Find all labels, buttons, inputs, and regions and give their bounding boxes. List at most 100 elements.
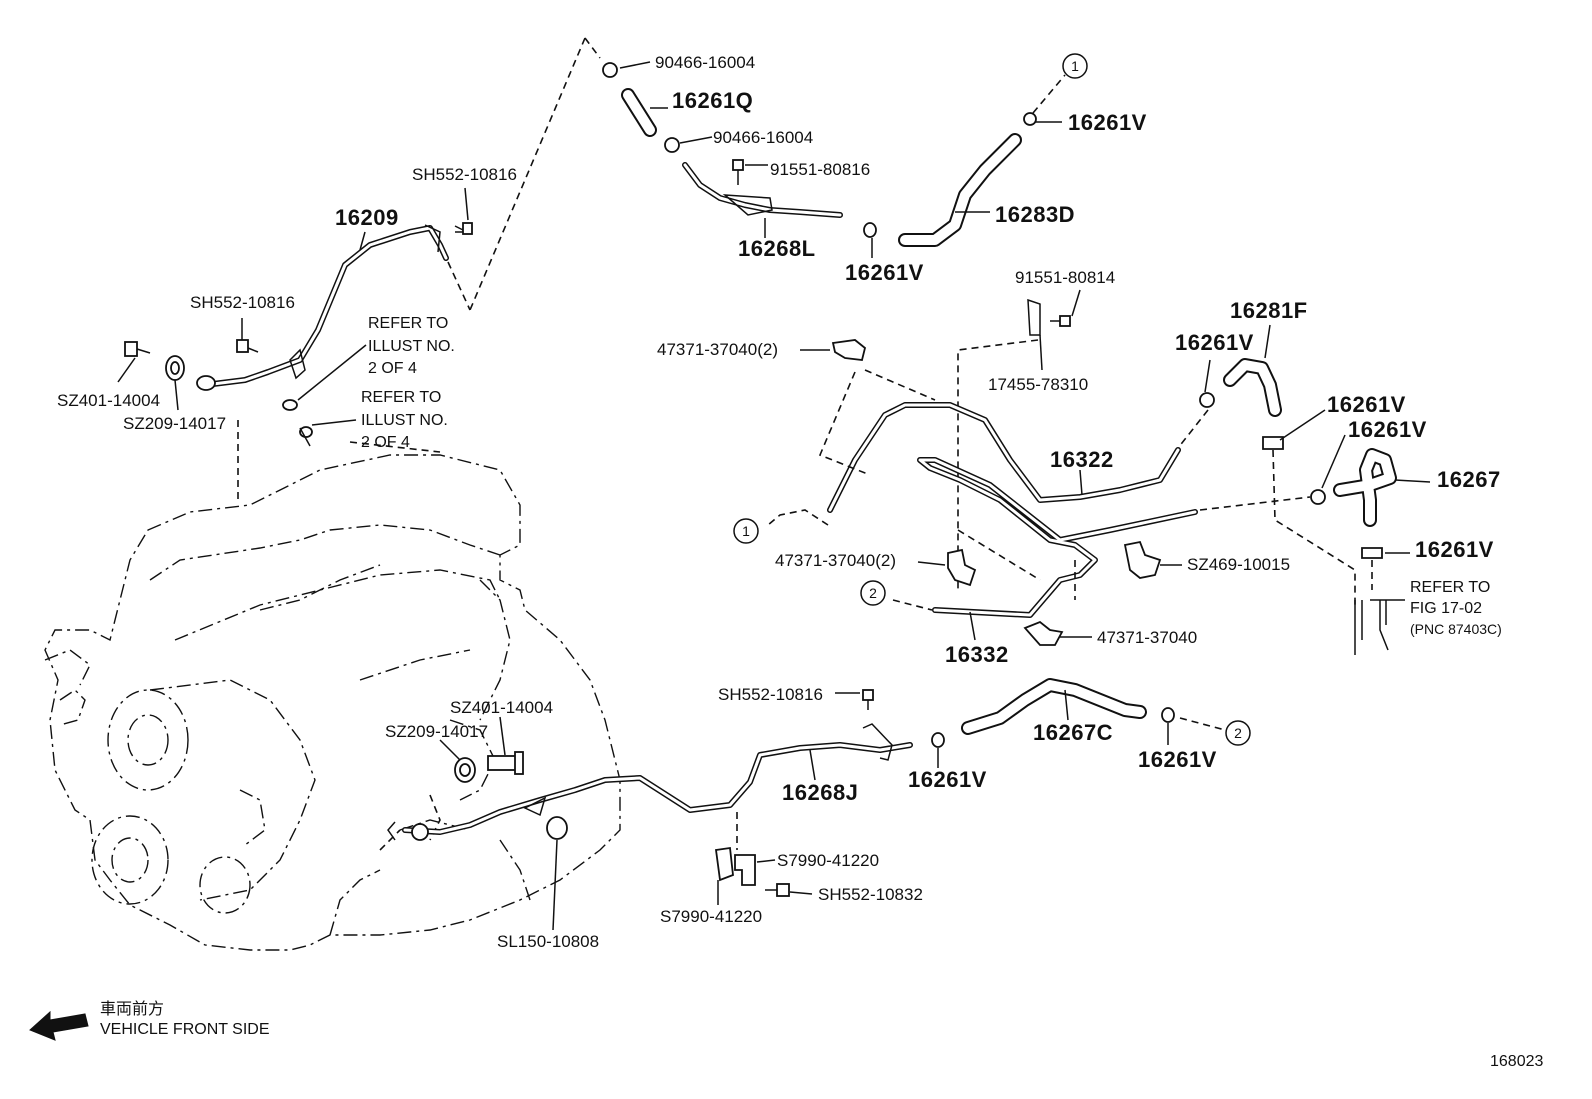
svg-text:ILLUST NO.: ILLUST NO. — [361, 412, 448, 429]
label-16267: 16267 — [1437, 467, 1501, 492]
hose-16261q — [621, 88, 657, 137]
clip-47371-low — [1023, 620, 1064, 646]
pipe-ends-refer3 — [1354, 600, 1389, 655]
direction-label-en: VEHICLE FRONT SIDE — [100, 1021, 270, 1038]
clamp-16261v-r4 — [1361, 547, 1383, 559]
label-s7990-b: S7990-41220 — [660, 907, 762, 926]
bracket-s7990-a — [734, 854, 756, 886]
leader-lines — [117, 61, 1431, 931]
label-sh552-d: SH552-10832 — [818, 885, 923, 904]
label-16261v-b1: 16261V — [908, 767, 987, 792]
pipe-16268l — [682, 162, 843, 218]
hose-16281f — [1223, 358, 1282, 417]
clamp-16261v-top — [1023, 112, 1037, 126]
label-16268l: 16268L — [738, 236, 816, 261]
svg-text:1: 1 — [742, 523, 750, 539]
label-sz209-a: SZ209-14017 — [123, 414, 226, 433]
label-47371-mid: 47371-37040(2) — [775, 551, 896, 570]
label-91551-80814: 91551-80814 — [1015, 268, 1115, 287]
callout-2-right: 2 — [1225, 720, 1251, 746]
label-sz401-a: SZ401-14004 — [57, 391, 160, 410]
label-sl150: SL150-10808 — [497, 932, 599, 951]
label-16261v-r4: 16261V — [1415, 537, 1494, 562]
label-16268j: 16268J — [782, 780, 858, 805]
svg-text:2: 2 — [869, 585, 877, 601]
clip-sz469 — [1123, 540, 1162, 579]
label-sz401-b: SZ401-14004 — [450, 698, 553, 717]
svg-text:REFER TO: REFER TO — [368, 315, 448, 332]
diagram-id: 168023 — [1490, 1053, 1543, 1070]
label-16281f: 16281F — [1230, 298, 1308, 323]
svg-text:1: 1 — [1071, 58, 1079, 74]
label-16261v-b2: 16261V — [1138, 747, 1217, 772]
clip-47371-top — [831, 339, 867, 361]
hose-16267 — [1333, 448, 1397, 527]
label-sz209-b: SZ209-14017 — [385, 722, 488, 741]
label-90466-a: 90466-16004 — [655, 53, 755, 72]
svg-text:REFER TO: REFER TO — [361, 389, 441, 406]
bolt-91551-80814 — [1050, 315, 1071, 327]
clamp-16261v-b2 — [1161, 707, 1175, 723]
bolt-91551-80816 — [732, 159, 744, 185]
clamp-16261v-r3 — [1310, 489, 1326, 505]
label-16261v-r1: 16261V — [1175, 330, 1254, 355]
label-91551-80816: 91551-80816 — [770, 160, 870, 179]
label-90466-b: 90466-16004 — [713, 128, 813, 147]
bolt-sz401-a — [124, 341, 151, 357]
clamp-16261v-r1 — [1199, 392, 1215, 408]
clamp-16261v-b1 — [931, 732, 945, 748]
label-sz469: SZ469-10015 — [1187, 555, 1290, 574]
clamp-16261v-r2 — [1262, 436, 1284, 450]
label-16267c: 16267C — [1033, 720, 1113, 745]
clip-47371-mid — [947, 548, 977, 587]
grommet-sl150 — [546, 816, 568, 840]
pipe-16332 — [917, 457, 1198, 618]
svg-text:ILLUST NO.: ILLUST NO. — [368, 338, 455, 355]
label-16261v-r2: 16261V — [1327, 392, 1406, 417]
label-s7990-a: S7990-41220 — [777, 851, 879, 870]
label-16261v-r3: 16261V — [1348, 417, 1427, 442]
hose-end-refer1 — [282, 399, 313, 447]
label-47371-low: 47371-37040 — [1097, 628, 1197, 647]
bolt-sz401-b — [487, 751, 524, 775]
label-16209: 16209 — [335, 205, 399, 230]
hose-16283d — [898, 133, 1022, 247]
refer-note-3: REFER TO FIG 17-02 (PNC 87403C) — [1410, 579, 1502, 637]
clamp-90466-b — [664, 137, 680, 153]
svg-text:2 OF 4: 2 OF 4 — [368, 360, 417, 377]
label-16322: 16322 — [1050, 447, 1114, 472]
refer-note-2: REFER TO ILLUST NO. 2 OF 4 — [361, 389, 448, 451]
svg-text:(PNC 87403C): (PNC 87403C) — [1410, 621, 1502, 637]
gasket-sz209-a — [165, 355, 185, 381]
label-16332: 16332 — [945, 642, 1009, 667]
clamp-90466-a — [602, 62, 618, 78]
label-sh552-c: SH552-10816 — [718, 685, 823, 704]
svg-text:FIG 17-02: FIG 17-02 — [1410, 600, 1482, 617]
label-sh552-a: SH552-10816 — [412, 165, 517, 184]
label-16283d: 16283D — [995, 202, 1075, 227]
label-sh552-b: SH552-10816 — [190, 293, 295, 312]
callout-2-left: 2 — [860, 580, 886, 606]
gasket-sz209-b — [454, 757, 476, 783]
svg-text:REFER TO: REFER TO — [1410, 579, 1490, 596]
pipe-16209 — [196, 224, 449, 391]
callout-1-top: 1 — [1062, 53, 1088, 79]
bracket-s7990-b — [714, 846, 734, 882]
label-16261v-top: 16261V — [1068, 110, 1147, 135]
direction-label-jp: 車両前方 — [100, 1000, 164, 1018]
vehicle-front-arrow-icon — [29, 1010, 89, 1041]
bolt-sh552-d — [765, 883, 790, 897]
label-16261q: 16261Q — [672, 88, 753, 113]
pipe-16322 — [827, 402, 1181, 513]
pipe-16268j — [387, 723, 913, 841]
label-47371-top: 47371-37040(2) — [657, 340, 778, 359]
bolt-sh552-b — [236, 339, 259, 353]
bracket-17455 — [1027, 298, 1041, 336]
label-16261v-mid: 16261V — [845, 260, 924, 285]
clamp-16261v-mid — [863, 222, 877, 238]
callout-1-left: 1 — [733, 518, 759, 544]
part-labels: 90466-16004 16261Q 90466-16004 91551-808… — [57, 53, 1501, 951]
bolt-sh552-a — [454, 222, 473, 235]
label-17455: 17455-78310 — [988, 375, 1088, 394]
